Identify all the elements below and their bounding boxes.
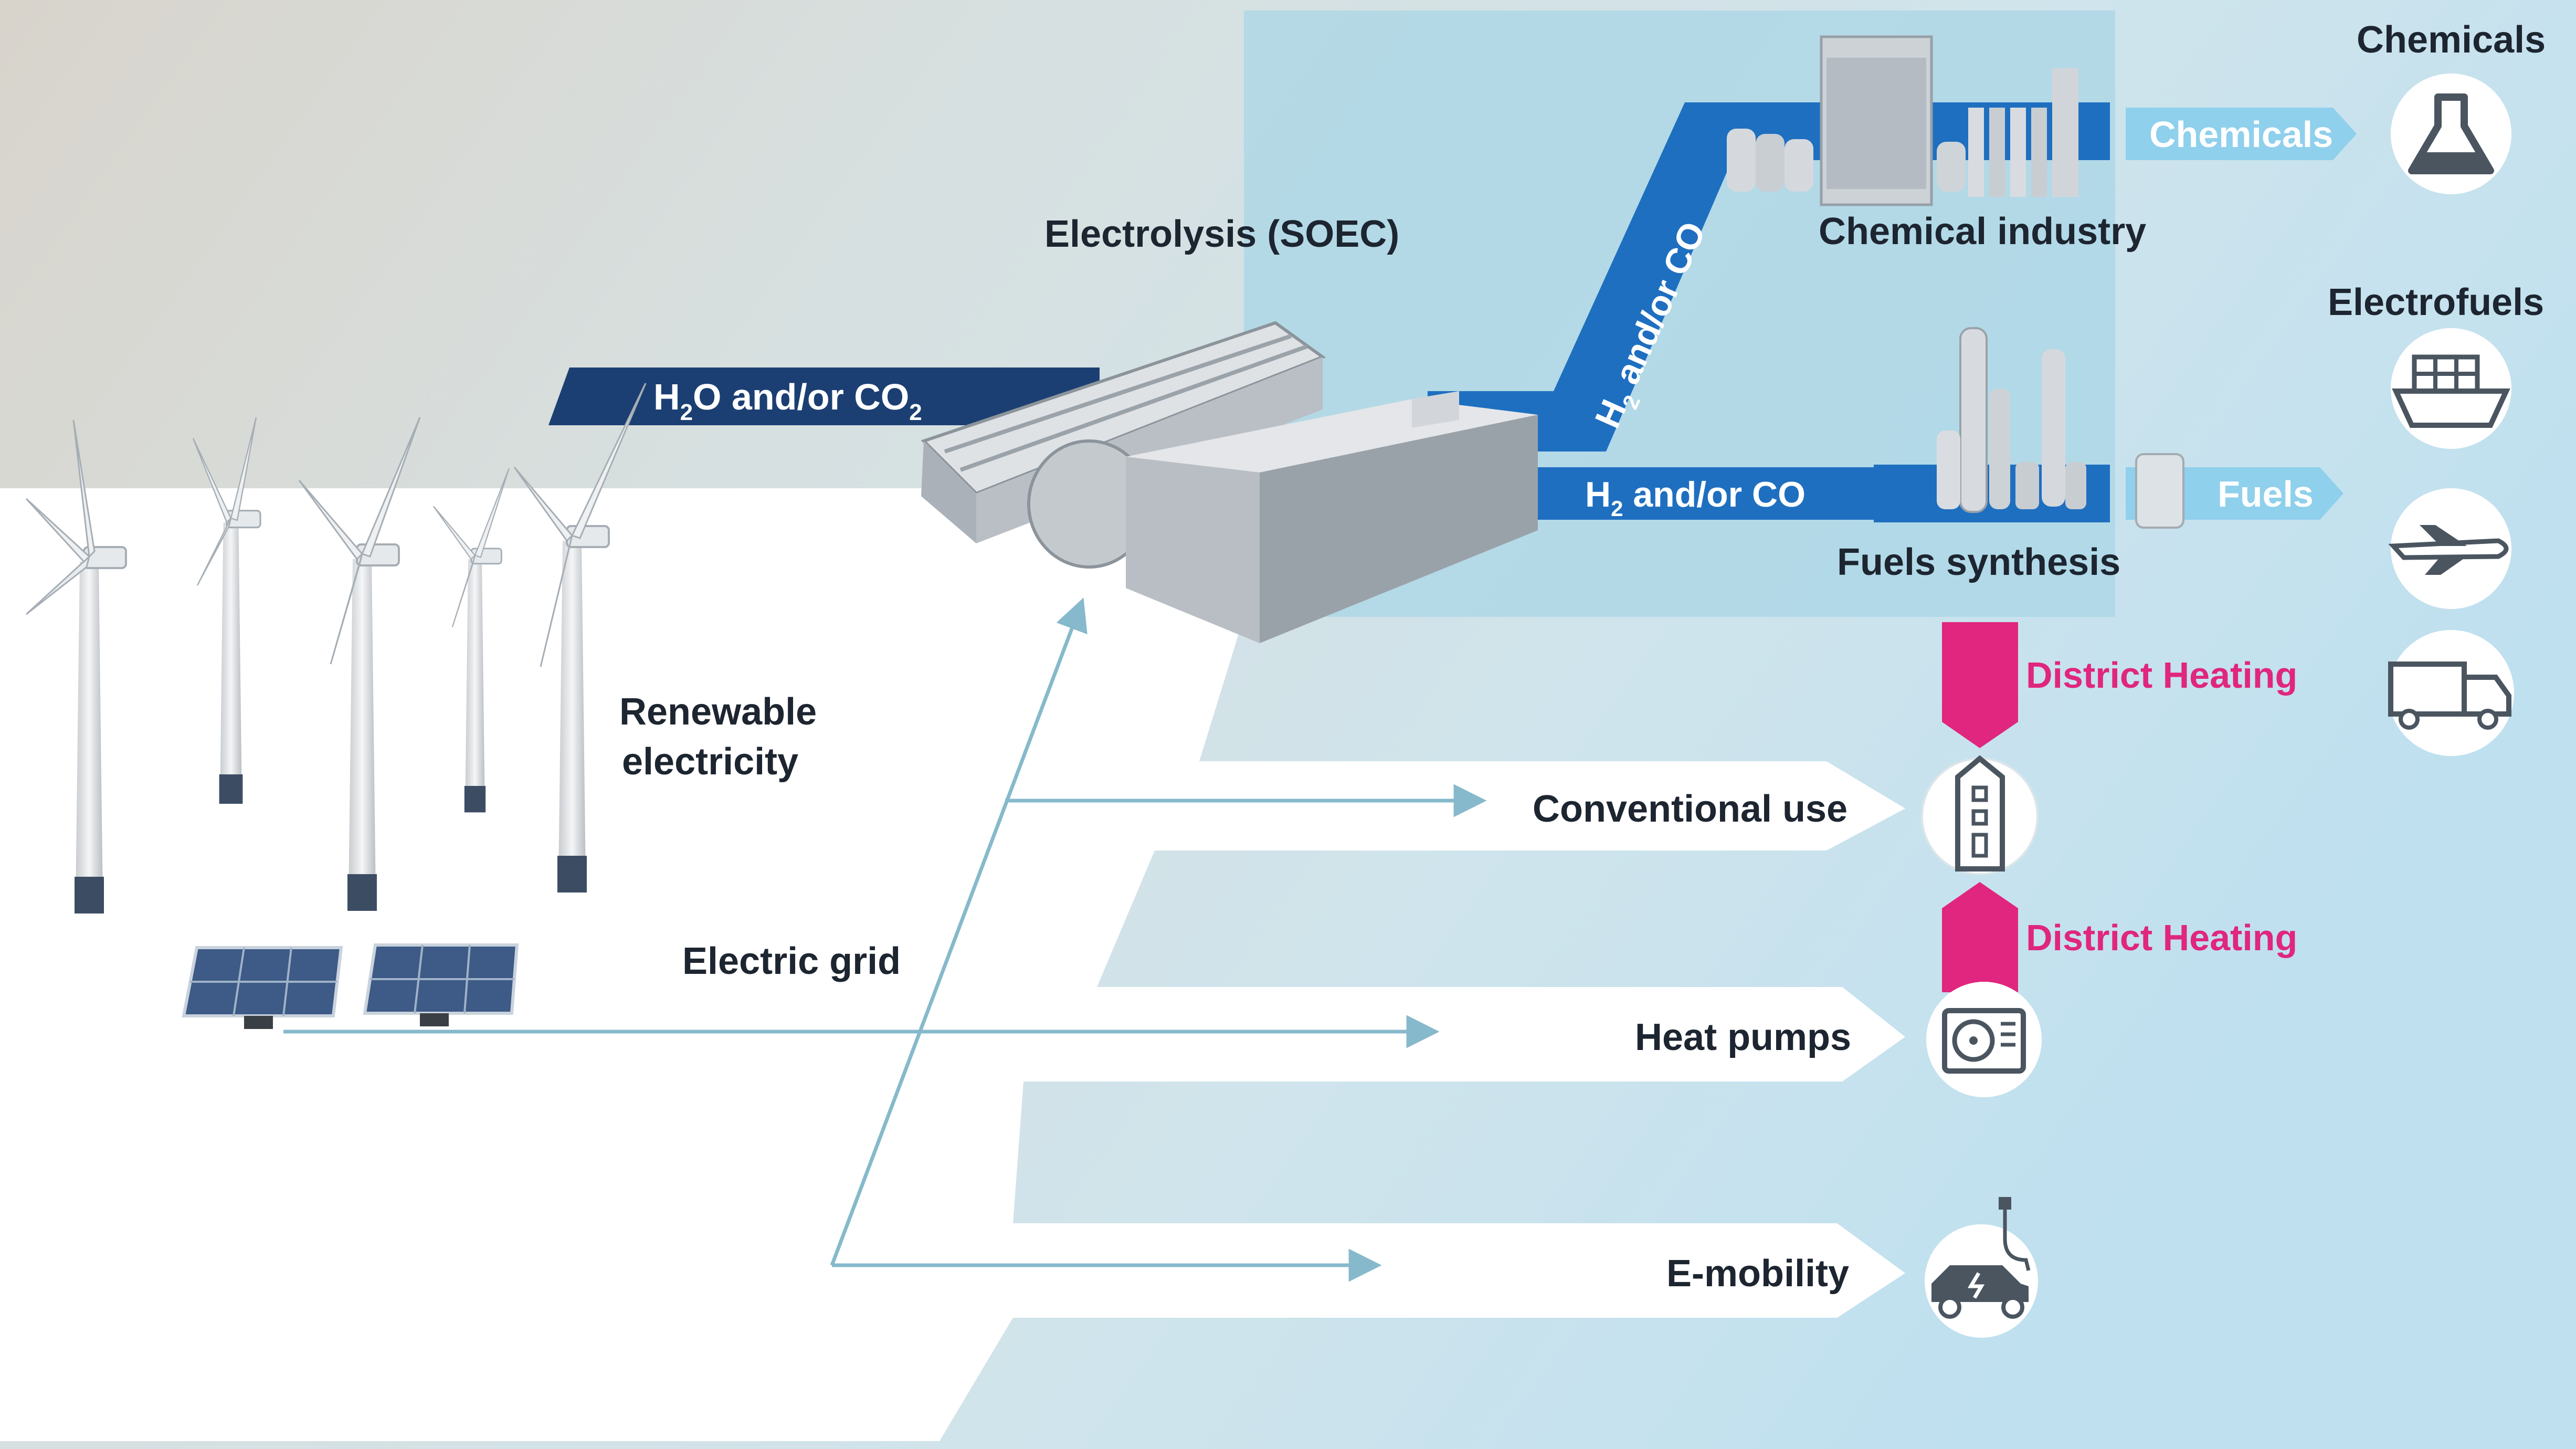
building-icon [1921, 755, 2039, 875]
h2-horizontal-label: H2 and/or CO [1585, 475, 1806, 521]
renewable-electricity-line2: electricity [622, 741, 798, 783]
h2o-co2-label: H2O and/or CO2 [653, 376, 922, 425]
fuels-synthesis-plant [1937, 327, 2086, 513]
wind-turbine [192, 417, 261, 804]
district-heating-bottom-label: District Heating [2026, 917, 2297, 958]
flask-icon [2391, 74, 2511, 194]
heat-pumps-label: Heat pumps [1635, 1016, 1851, 1058]
solar-panel [182, 946, 343, 1029]
chemical-plant [1727, 35, 2078, 206]
chemicals-product-arrow [2126, 108, 2357, 160]
grid-lines [283, 597, 1487, 1282]
conventional-use-label: Conventional use [1533, 788, 1847, 830]
soec-electrolyser [921, 321, 1538, 643]
wind-turbine [513, 383, 647, 892]
electric-car-icon [1925, 1197, 2038, 1338]
h2-horizontal-flow [1443, 467, 1897, 520]
district-heating-arrow-up [1942, 882, 2018, 992]
electrolysis-label: Electrolysis (SOEC) [1044, 213, 1399, 255]
wind-turbine [432, 468, 510, 813]
h2o-co2-input-arrow [548, 368, 1100, 425]
ship-icon [2391, 328, 2511, 449]
wind-turbine [25, 419, 127, 914]
h2-to-chemicals-flow [1428, 102, 2110, 452]
airplane-icon [2388, 488, 2511, 609]
renewable-electricity-line1: Renewable [619, 691, 817, 733]
chemicals-arrow-label: Chemicals [2149, 114, 2333, 155]
district-heating-arrow-down [1942, 622, 2018, 748]
fuels-arrow-label: Fuels [2218, 474, 2314, 514]
fuels-synthesis-label: Fuels synthesis [1837, 541, 2120, 583]
electric-grid-label: Electric grid [682, 940, 901, 982]
heat-pump-icon [1926, 982, 2042, 1097]
e-mobility-label: E-mobility [1666, 1253, 1849, 1295]
electrofuels-heading: Electrofuels [2328, 281, 2544, 323]
chemical-industry-label: Chemical industry [1819, 211, 2146, 253]
fuel-barrel [2135, 453, 2184, 529]
truck-icon [2388, 630, 2514, 756]
solar-panel [363, 943, 519, 1026]
district-heating-top-label: District Heating [2026, 655, 2297, 696]
wind-turbine [298, 417, 421, 911]
chemicals-heading: Chemicals [2357, 19, 2546, 61]
